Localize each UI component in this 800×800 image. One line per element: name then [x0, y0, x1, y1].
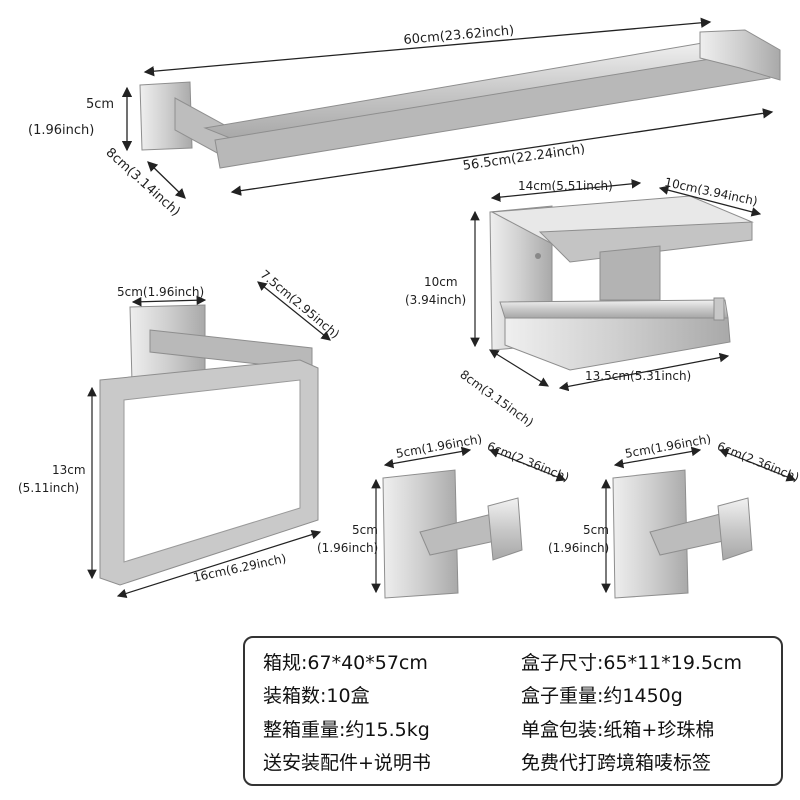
robe-hook-1 — [382, 469, 523, 599]
paper-holder-width: 14cm(5.51inch) — [518, 179, 613, 193]
paper-holder-bar-length: 13.5cm(5.31inch) — [585, 369, 692, 383]
towel-bar — [139, 29, 781, 169]
spec-box-count: 装箱数:10盒 — [263, 685, 370, 707]
spec-box-weight: 盒子重量:约1450g — [521, 685, 683, 707]
robe-hook-2 — [612, 469, 753, 599]
spec-carton-weight: 整箱重量:约15.5kg — [263, 719, 430, 741]
spec-box-size: 盒子尺寸:65*11*19.5cm — [521, 652, 743, 674]
towel-bar-height-cm: 5cm — [86, 97, 115, 112]
paper-holder — [489, 195, 754, 371]
hook-1-height-in: (1.96inch) — [317, 541, 379, 555]
spec-label-service: 免费代打跨境箱唛标签 — [521, 752, 712, 774]
towel-ring — [99, 304, 319, 586]
spec-packaging: 单盒包装:纸箱+珍珠棉 — [521, 719, 715, 741]
towel-ring-base: 5cm(1.96inch) — [117, 285, 205, 299]
spec-accessories: 送安装配件+说明书 — [263, 752, 431, 774]
hook-1-height-cm: 5cm — [352, 523, 378, 537]
towel-ring-height-in: (5.11inch) — [18, 481, 80, 495]
paper-holder-height-cm: 10cm — [424, 275, 458, 289]
hook-2-height-cm: 5cm — [583, 523, 609, 537]
paper-holder-height-in: (3.94inch) — [405, 293, 467, 307]
hook-2-height-in: (1.96inch) — [548, 541, 610, 555]
towel-bar-height-in: (1.96inch) — [28, 123, 95, 138]
spec-carton-size: 箱规:67*40*57cm — [263, 652, 428, 674]
spec-panel: 箱规:67*40*57cm 盒子尺寸:65*11*19.5cm 装箱数:10盒 … — [243, 636, 783, 786]
towel-ring-height-cm: 13cm — [52, 463, 86, 477]
